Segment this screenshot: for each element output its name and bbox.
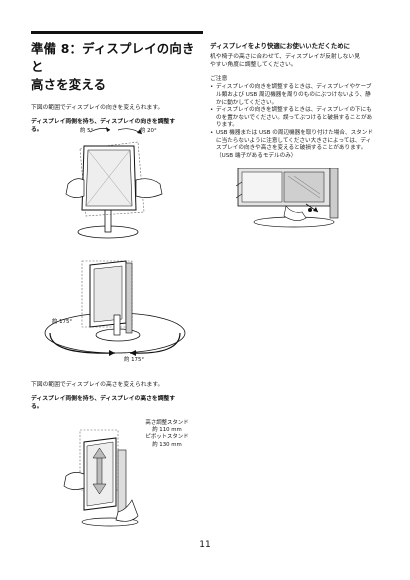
- caution-line: スプレイの向きや高さを変えると破損することがあります。: [216, 145, 367, 152]
- height-illustration: [60, 420, 180, 528]
- instruction-angle: ディスプレイ両側を持ち、ディスプレイの向きを調整す る。: [31, 118, 201, 134]
- section-heading: 準備 8：ディスプレイの向きと 高さを変える: [31, 40, 201, 94]
- caution-line: ディスプレイの向きを調整するときは、ディスプレイの下にも: [216, 107, 372, 114]
- left-column: 準備 8：ディスプレイの向きと 高さを変える 下図の範囲でディスプレイの向きを変…: [31, 34, 201, 139]
- comfort-title: ディスプレイをより快適にお使いいただくために: [210, 42, 351, 50]
- tilt-illustration: 約 5° 約 20°: [60, 124, 170, 244]
- caution-item: • ディスプレイの向きを調整するときは、ディスプレイやケーブ ル類および USB…: [210, 84, 380, 107]
- usb-caution-illustration: [236, 168, 346, 230]
- stand-height-labels: 高さ調整スタンド 約 110 mm ピボットスタンド 約 130 mm: [132, 420, 202, 449]
- tilt-label-back: 約 20°: [140, 126, 157, 134]
- stand-value-1: 約 110 mm: [152, 427, 182, 434]
- bullet-icon: •: [210, 107, 214, 114]
- caution-label: ご注意: [210, 76, 228, 83]
- instruction-angle-line-2: る。: [31, 127, 43, 134]
- swivel-illustration: 約 175° 約 175°: [40, 255, 190, 367]
- tilt-label-front: 約 5°: [80, 126, 94, 134]
- heading-line-2: 高さを変える: [31, 77, 107, 92]
- swivel-label-left: 約 175°: [52, 317, 72, 325]
- caution-line: ディスプレイの向きを調整するときは、ディスプレイやケーブ: [216, 84, 372, 91]
- caution-line: のを置かないでください。誤ってぶつけると破損することがあ: [216, 114, 373, 121]
- caution-item: • ディスプレイの向きを調整するときは、ディスプレイの下にも のを置かないでくだ…: [210, 107, 380, 130]
- instruction-height: ディスプレイ両側を持ち、ディスプレイの高さを調整す る。: [31, 395, 203, 411]
- right-column: ディスプレイをより快適にお使いいただくために 机や椅子の高さに合わせて、ディスプ…: [210, 42, 380, 160]
- caution-line: かに動かしてください。: [216, 99, 278, 106]
- comfort-body-line-1: 机や椅子の高さに合わせて、ディスプレイが反射しない見: [210, 54, 361, 60]
- caution-line: に当たらないように注意してください大きさによっては、ディ: [216, 137, 372, 144]
- caution-line: ル類および USB 周辺機器を周りのものにぶつけないよう、静: [216, 92, 371, 98]
- intro-angle: 下図の範囲でディスプレイの向きを変えられます。: [31, 105, 164, 111]
- heading-rule: [31, 31, 203, 34]
- bullet-icon: •: [210, 84, 214, 91]
- caution-list: • ディスプレイの向きを調整するときは、ディスプレイやケーブ ル類および USB…: [210, 84, 380, 160]
- intro-height: 下図の範囲でディスプレイの高さを変えられます。: [31, 382, 164, 388]
- height-section: 下図の範囲でディスプレイの高さを変えられます。 ディスプレイ両側を持ち、ディスプ…: [31, 381, 203, 416]
- caution-item: • USB 機器または USB の周辺機器を取り付けた場合、スタンド に当たらな…: [210, 130, 380, 160]
- stand-label-2: ピボットスタンド: [145, 434, 189, 441]
- caution-line: （USB 端子があるモデルのみ）: [216, 152, 297, 159]
- caution-line: ります。: [216, 122, 238, 129]
- heading-line-1: 準備 8：ディスプレイの向きと: [31, 41, 195, 74]
- comfort-body-line-2: やすい角度に調整してください。: [210, 62, 297, 69]
- stand-label-1: 高さ調整スタンド: [145, 420, 189, 426]
- stand-value-2: 約 130 mm: [152, 441, 182, 448]
- bullet-icon: •: [210, 129, 214, 136]
- page-number: 11: [199, 540, 211, 550]
- instruction-angle-line-1: ディスプレイ両側を持ち、ディスプレイの向きを調整す: [31, 119, 176, 126]
- instruction-height-line-1: ディスプレイ両側を持ち、ディスプレイの高さを調整す: [31, 396, 176, 403]
- caution-line: USB 機器または USB の周辺機器を取り付けた場合、スタンド: [216, 129, 373, 136]
- swivel-label-right: 約 175°: [124, 355, 144, 363]
- instruction-height-line-2: る。: [31, 404, 43, 411]
- comfort-body: 机や椅子の高さに合わせて、ディスプレイが反射しない見 やすい角度に調整してくださ…: [210, 53, 380, 69]
